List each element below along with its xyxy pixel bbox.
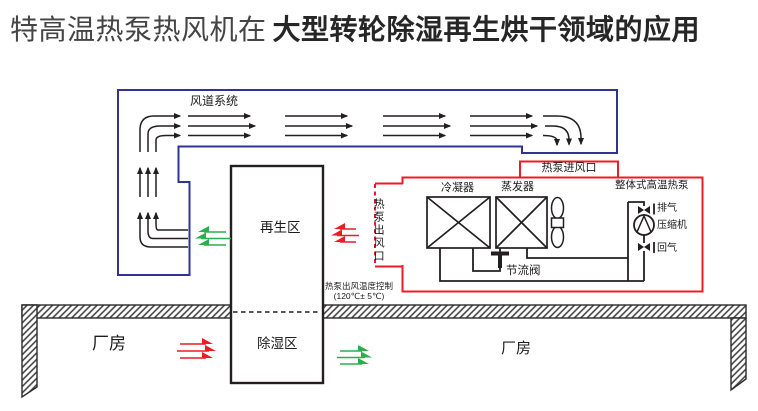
throttle-valve-icon	[491, 251, 509, 268]
green-flow-left-icon	[195, 226, 231, 246]
refrigerant-pipes	[439, 201, 655, 282]
heat-pump-inlet-tab	[519, 160, 619, 177]
page-title-bold: 大型转轮除湿再生烘干领域的应用	[272, 14, 701, 45]
heat-pump-outlet-tab	[375, 182, 403, 268]
return-valve-icon	[638, 243, 650, 251]
factory-wall-right	[730, 317, 747, 392]
factory-walls	[21, 304, 747, 399]
rotary-wheel	[229, 164, 325, 385]
evaporator-icon	[495, 196, 548, 249]
flow-arrows	[177, 223, 372, 365]
factory-roof-left	[21, 304, 232, 319]
page-title: 特高温热泵热风机在大型转轮除湿再生烘干领域的应用	[10, 8, 700, 48]
factory-roof-right	[322, 304, 747, 319]
factory-wall-left	[21, 304, 38, 399]
condenser-icon	[426, 196, 491, 249]
fan-icon	[550, 196, 565, 249]
page-title-normal: 特高温热泵热风机在	[10, 14, 267, 45]
compressor-icon	[633, 214, 655, 236]
outlet-opening	[375, 184, 404, 265]
duct-flow-arrows	[137, 113, 584, 248]
rotary-wheel-box	[229, 164, 325, 385]
red-flow-right-icon	[177, 338, 216, 359]
red-flow-left-icon	[331, 223, 359, 243]
green-flow-right-icon	[337, 345, 372, 365]
exhaust-valve-icon	[638, 206, 650, 214]
heat-pump-unit	[374, 160, 704, 293]
duct-outline	[117, 89, 618, 276]
duct-system	[117, 89, 618, 276]
